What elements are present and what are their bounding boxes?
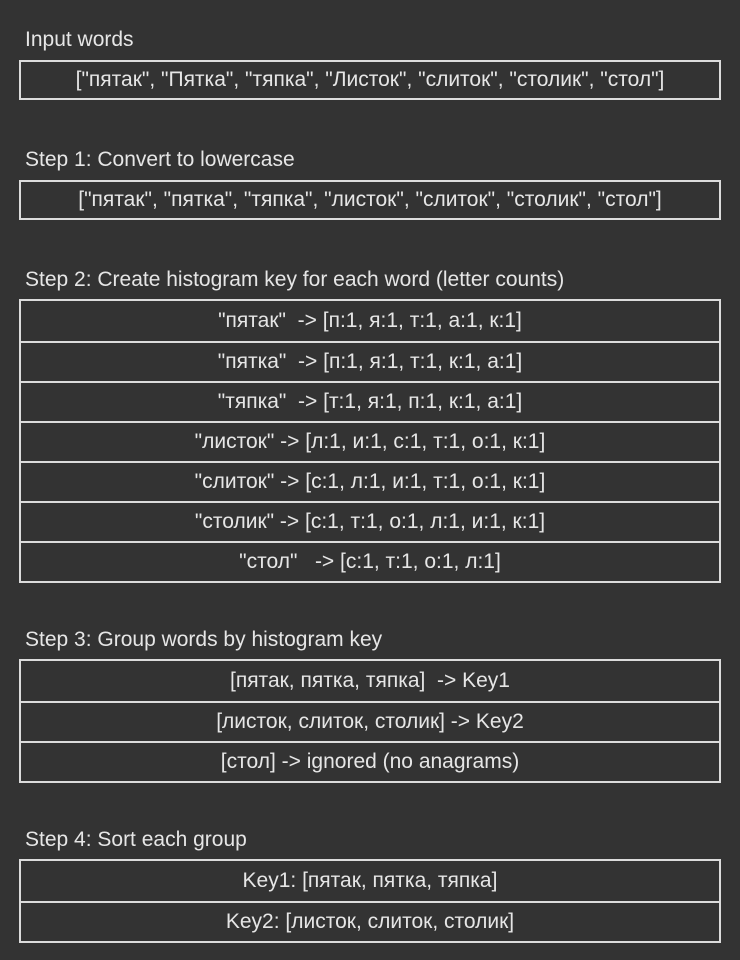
input-words-heading: Input words [25,28,134,51]
histogram-row: "тяпка" -> [т:1, я:1, п:1, к:1, а:1] [21,381,719,421]
group-row: [листок, слиток, столик] -> Key2 [21,701,719,741]
step4-heading: Step 4: Sort each group [25,828,247,851]
sorted-group-row: Key2: [листок, слиток, столик] [21,901,719,941]
group-row: [пятак, пятка, тяпка] -> Key1 [229,669,510,692]
sorted-groups-table: Key1: [пятак, пятка, тяпка] Key2: [листо… [19,859,721,943]
step3-heading: Step 3: Group words by histogram key [25,628,383,651]
group-row: [стол] -> ignored (no anagrams) [21,741,719,781]
histogram-row: "стол" -> [с:1, т:1, о:1, л:1] [21,541,719,581]
input-words-box: ["пятак", "Пятка", "тяпка", "Листок", "с… [19,60,721,100]
histogram-row: "пятка" -> [п:1, я:1, т:1, к:1, а:1] [21,341,719,381]
step2-heading: Step 2: Create histogram key for each wo… [25,268,565,291]
step1-box: ["пятак", "пятка", "тяпка", "листок", "с… [19,180,721,220]
step1-heading: Step 1: Convert to lowercase [25,148,295,171]
histogram-row: "пятак" -> [п:1, я:1, т:1, а:1, к:1] [218,309,522,332]
histogram-row: "столик" -> [с:1, т:1, о:1, л:1, и:1, к:… [21,501,719,541]
input-words-list: ["пятак", "Пятка", "тяпка", "Листок", "с… [75,68,665,91]
histogram-row: "листок" -> [л:1, и:1, с:1, т:1, о:1, к:… [21,421,719,461]
histogram-row: "слиток" -> [с:1, л:1, и:1, т:1, о:1, к:… [21,461,719,501]
sorted-group-row: Key1: [пятак, пятка, тяпка] [242,869,498,892]
lowercase-words-list: ["пятак", "пятка", "тяпка", "листок", "с… [78,188,662,211]
histogram-table: "пятак" -> [п:1, я:1, т:1, а:1, к:1] "пя… [19,299,721,583]
groups-table: [пятак, пятка, тяпка] -> Key1 [листок, с… [19,659,721,783]
